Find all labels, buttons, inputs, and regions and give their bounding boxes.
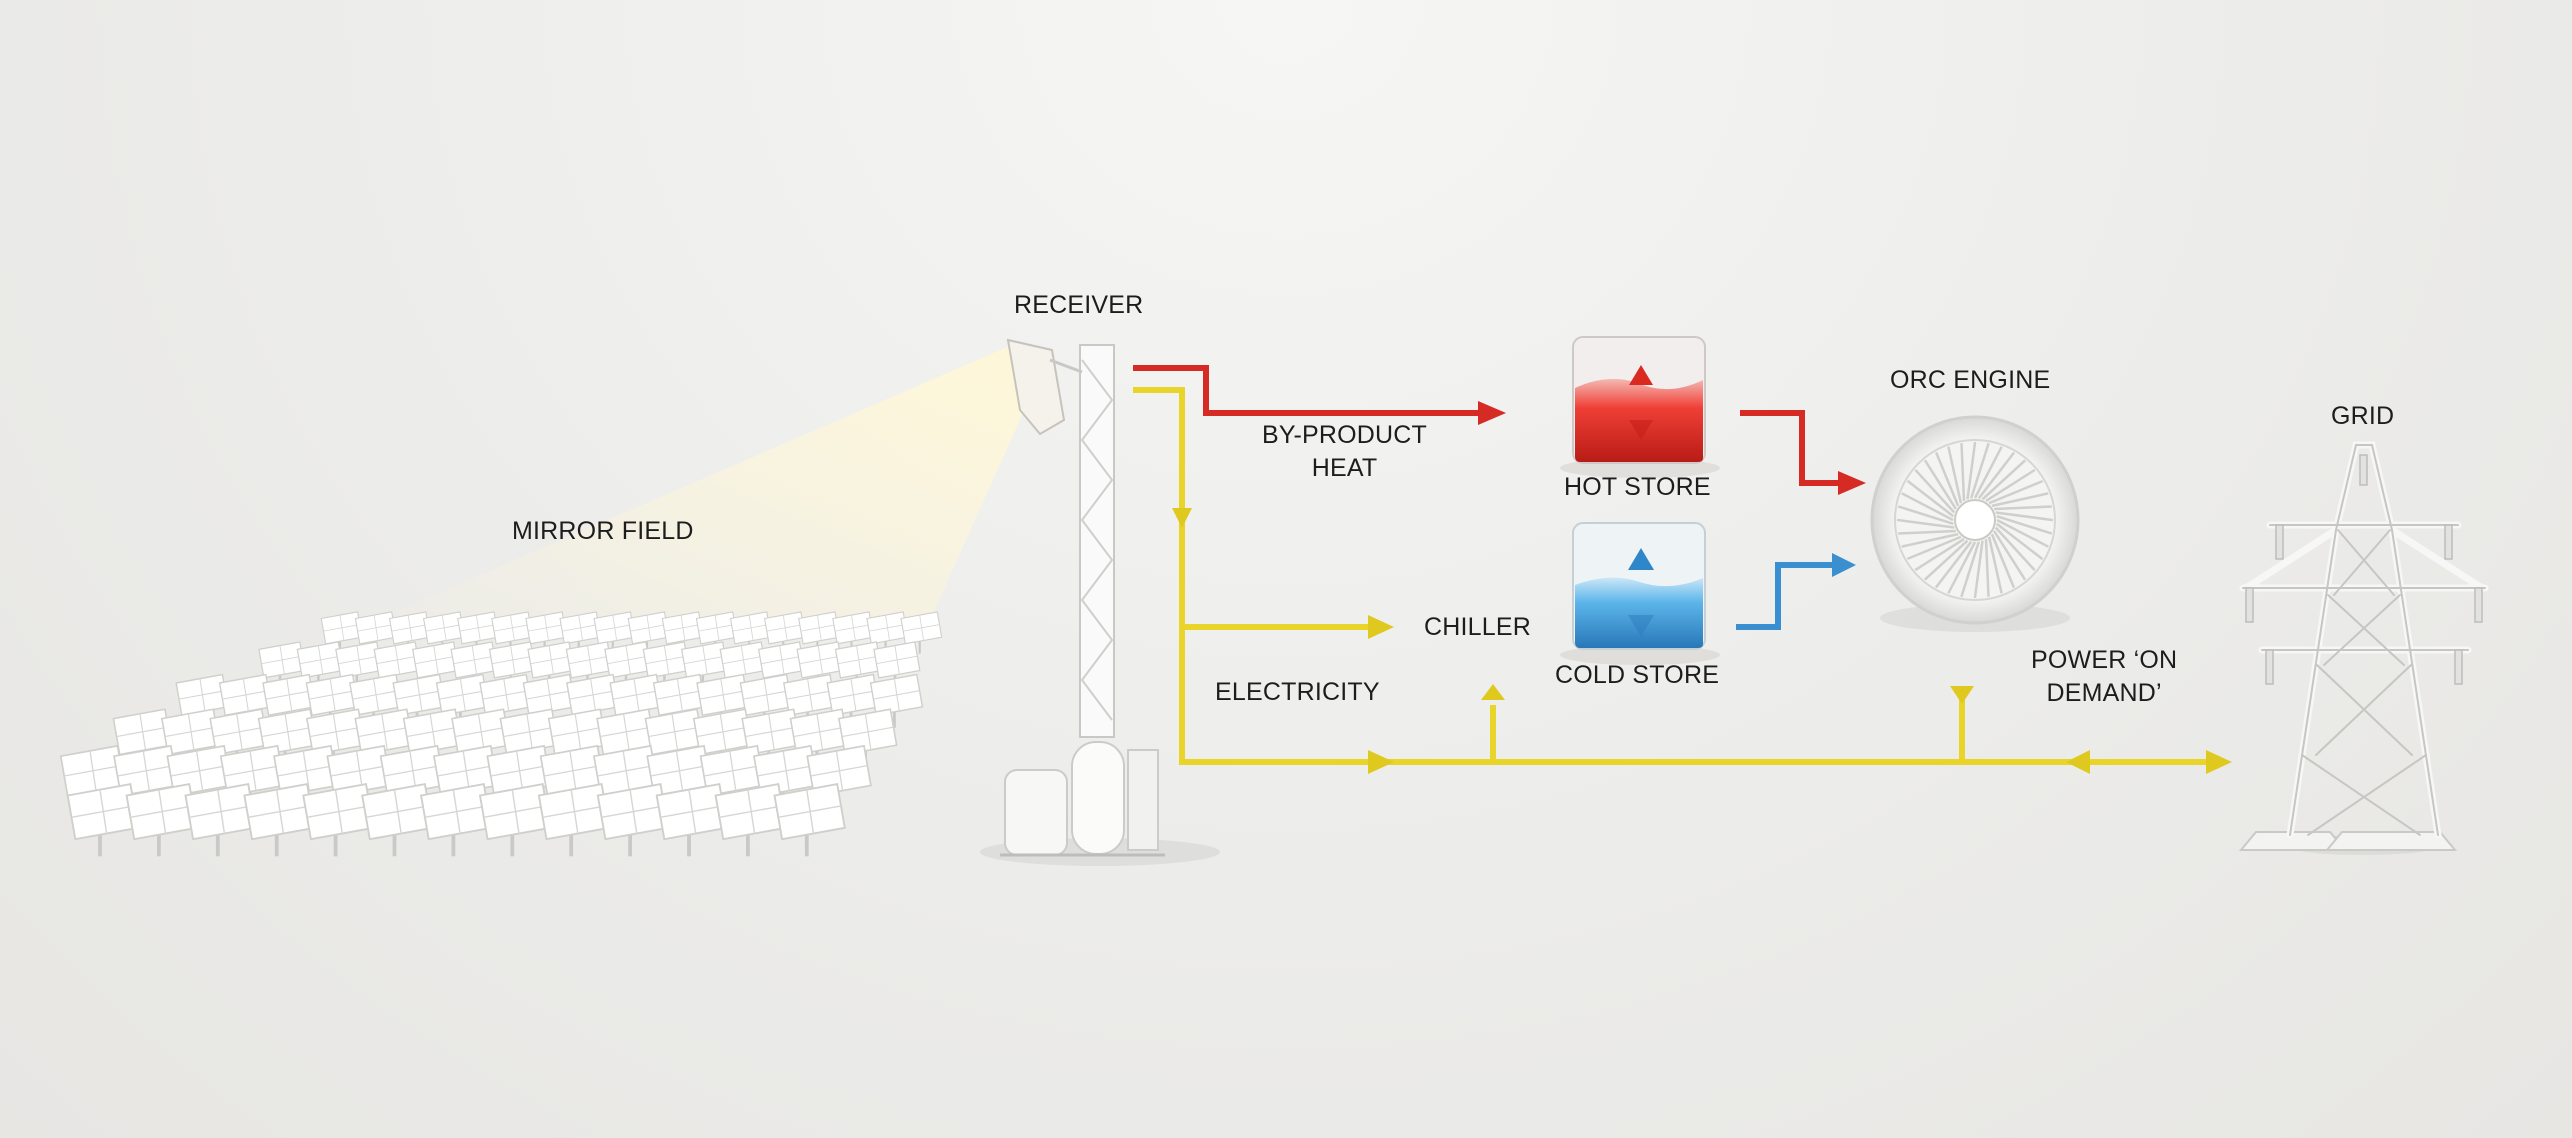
turbine-blade — [1995, 522, 2044, 561]
turbine-blade — [1990, 533, 2016, 589]
cold-arrowhead — [1832, 553, 1856, 577]
turbine-blade — [1906, 479, 1955, 518]
turbine-blade — [1991, 492, 2049, 508]
cold-line — [1736, 562, 1834, 630]
turbine-blade — [1960, 443, 1966, 501]
turbine-blade — [1973, 540, 1984, 599]
turbine-blade — [1960, 541, 1980, 598]
electricity-arrowhead — [2066, 750, 2090, 774]
turbine-blade — [1901, 532, 1959, 548]
electricity-arrowhead — [1368, 750, 1394, 774]
turbine-blade — [1966, 441, 1977, 500]
hot-tank-icon — [1560, 336, 1720, 478]
turbine-blade — [1906, 535, 1962, 561]
heliostat-mirror — [772, 782, 847, 859]
turbine-blade — [1973, 446, 2003, 499]
hot-store-label: HOT STORE — [1564, 473, 1711, 501]
turbine-blade — [1898, 529, 1956, 535]
turbine-blade — [1985, 468, 2036, 502]
orc-engine-label: ORC ENGINE — [1890, 366, 2051, 394]
power-on-demand-line-1: POWER ‘ON — [2031, 646, 2178, 674]
by-product-heat-label: BY-PRODUCT HEAT — [1262, 419, 1427, 485]
turbine-blade — [1987, 536, 2003, 594]
turbine-blade — [1981, 459, 2027, 501]
turbine-blade — [1977, 451, 2016, 500]
turbine-blade — [1934, 451, 1960, 507]
turbine-blade — [1901, 492, 1954, 522]
heat-line — [1133, 365, 1840, 486]
mirror-field-label: MIRROR FIELD — [512, 517, 694, 545]
heat-arrowhead — [1478, 401, 1506, 425]
electricity-arrowhead — [1172, 508, 1192, 528]
turbine-blade — [1996, 518, 2049, 548]
receiver-label: RECEIVER — [1014, 291, 1144, 319]
heat-arrowhead — [1838, 471, 1866, 495]
electricity-label: ELECTRICITY — [1215, 678, 1380, 706]
electricity-arrowhead — [1481, 684, 1505, 700]
chiller-label: CHILLER — [1424, 613, 1531, 641]
turbine-blade — [1988, 479, 2044, 505]
turbine-blade — [1970, 442, 1990, 499]
turbine-blade — [1995, 511, 2054, 522]
turbine-blade — [1993, 530, 2027, 581]
turbine-blade — [1984, 539, 1990, 597]
turbine-blade — [1994, 505, 2052, 511]
sunlight-beam — [330, 345, 1046, 640]
turbine-blade — [1914, 468, 1956, 514]
cold-tank-icon — [1560, 522, 1720, 665]
electricity-arrowhead — [1368, 615, 1394, 639]
turbine-blade — [1923, 459, 1957, 510]
electricity-line — [1133, 387, 2220, 765]
turbine-blade — [1947, 541, 1977, 594]
power-on-demand-line-2: DEMAND’ — [2046, 679, 2162, 707]
solar-receiver-tower-icon — [980, 338, 1220, 866]
turbine-engine-icon — [1870, 415, 2080, 632]
turbine-blade — [1996, 515, 2053, 535]
heliostat-mirror-field-icon — [59, 610, 943, 859]
cold-store-label: COLD STORE — [1555, 661, 1720, 689]
turbine-blade — [1914, 538, 1965, 572]
electricity-arrowhead — [2206, 750, 2232, 774]
power-on-demand-label: POWER ‘ON DEMAND’ — [2031, 644, 2177, 710]
turbine-blade — [1994, 526, 2036, 572]
grid-label: GRID — [2331, 402, 2395, 430]
turbine-blade — [1896, 518, 1955, 529]
turbine-blade — [1923, 539, 1969, 581]
turbine-blade — [1897, 505, 1954, 525]
by-product-heat-line-2: HEAT — [1311, 454, 1378, 482]
by-product-heat-line-1: BY-PRODUCT — [1262, 421, 1427, 449]
transmission-pylon-icon — [2238, 441, 2489, 855]
turbine-blade — [1934, 540, 1973, 589]
electricity-arrowhead — [1950, 686, 1974, 704]
turbine-blade — [1947, 446, 1963, 504]
